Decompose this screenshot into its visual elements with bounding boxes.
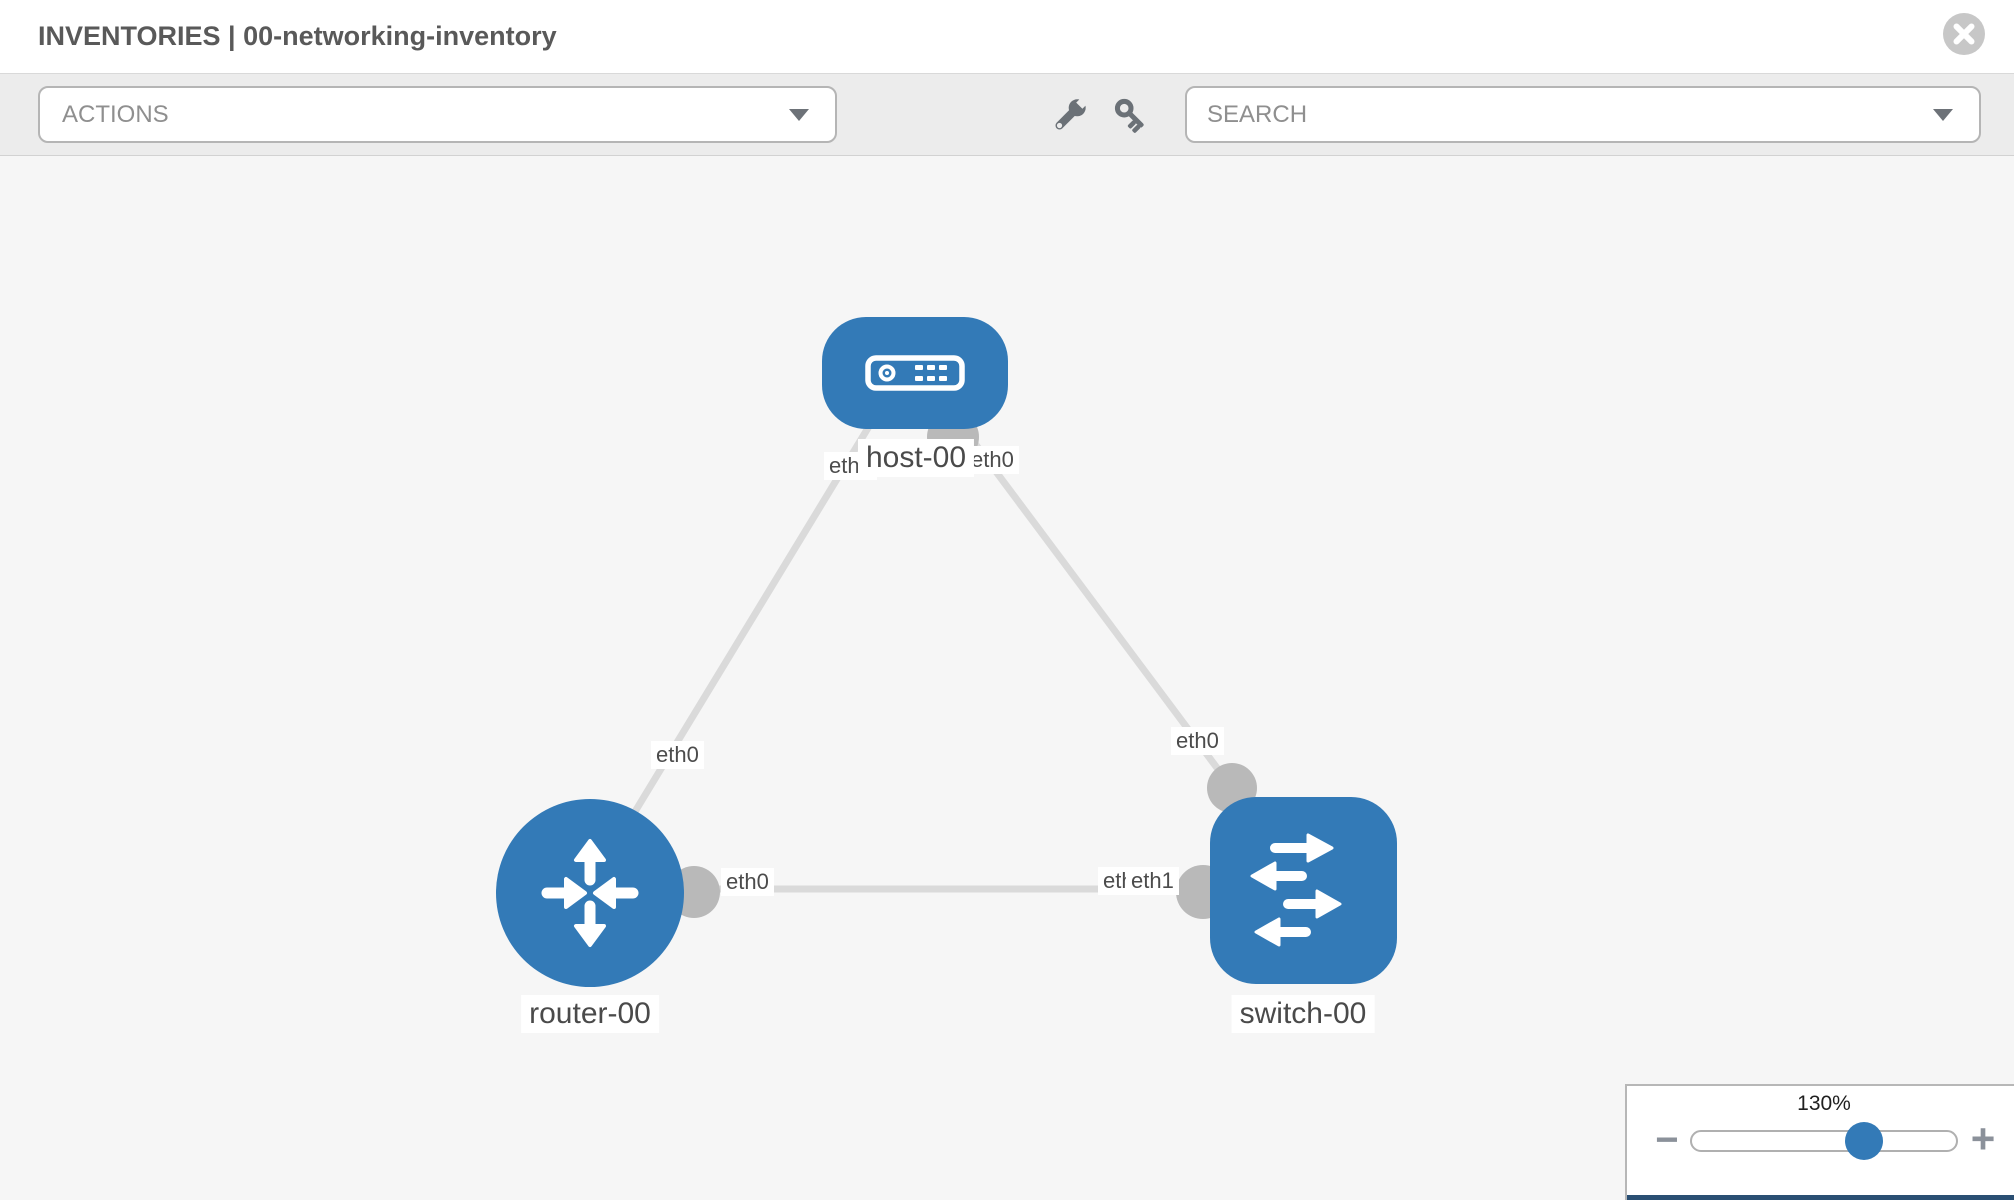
topology-canvas[interactable]: host-00 router-00 switch-00 eth0 eth0 et… xyxy=(0,155,2014,1200)
node-label-switch: switch-00 xyxy=(1231,995,1375,1033)
zoom-panel: 130% − + xyxy=(1625,1084,2014,1200)
search-input[interactable] xyxy=(1187,88,1979,141)
zoom-in-button[interactable]: + xyxy=(1967,1118,1999,1160)
page-title: INVENTORIES | 00-networking-inventory xyxy=(38,21,557,51)
router-icon xyxy=(541,839,639,947)
port-label: eth0 xyxy=(721,868,774,896)
credentials-button[interactable] xyxy=(1112,96,1152,136)
zoom-level-label: 130% xyxy=(1797,1092,1851,1115)
node-host-00[interactable] xyxy=(822,317,1008,429)
node-switch-00[interactable] xyxy=(1210,797,1397,984)
close-icon xyxy=(1943,13,1985,55)
node-label-host: host-00 xyxy=(857,439,975,477)
port-label: eth0 xyxy=(966,446,1019,474)
close-button[interactable] xyxy=(1943,13,1985,55)
zoom-slider-handle[interactable] xyxy=(1844,1122,1883,1160)
caret-down-icon xyxy=(789,108,809,121)
switch-icon xyxy=(1250,833,1341,946)
toolbar: ACTIONS xyxy=(0,74,2014,156)
search-dropdown[interactable] xyxy=(1185,86,1981,143)
topology-links-layer xyxy=(619,398,1257,919)
port-label: eth1 xyxy=(1126,867,1179,895)
key-icon xyxy=(1114,98,1144,133)
bottom-accent-bar xyxy=(1627,1195,2014,1200)
zoom-slider-track[interactable] xyxy=(1690,1122,1958,1160)
caret-down-icon xyxy=(1933,108,1953,121)
node-router-00[interactable] xyxy=(496,799,684,987)
port-label: eth0 xyxy=(651,741,704,769)
actions-dropdown[interactable]: ACTIONS xyxy=(38,86,837,143)
zoom-out-button[interactable]: − xyxy=(1647,1120,1687,1160)
node-label-router: router-00 xyxy=(521,995,659,1033)
configure-button[interactable] xyxy=(1046,95,1090,139)
actions-dropdown-label: ACTIONS xyxy=(62,101,169,128)
header: INVENTORIES | 00-networking-inventory xyxy=(0,0,2014,74)
host-icon xyxy=(865,355,965,391)
port-label: eth0 xyxy=(1171,727,1224,755)
wrench-icon xyxy=(1055,96,1089,130)
